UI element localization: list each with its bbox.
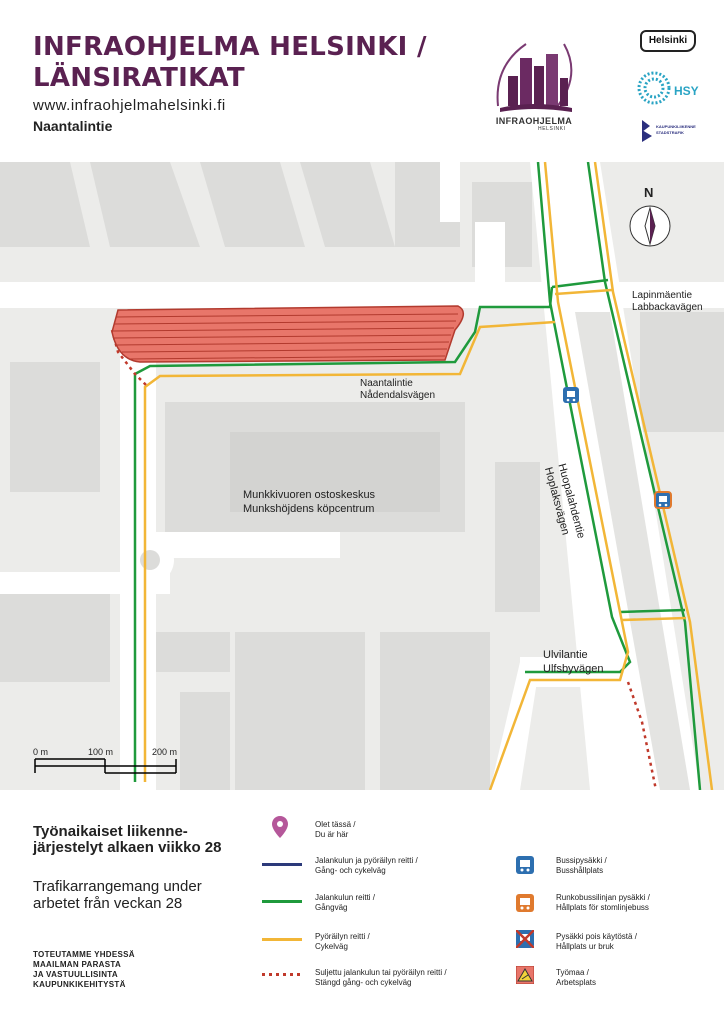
legend-worksite: Työmaa / Arbetsplats: [556, 968, 596, 988]
legend-stop-closed-fi: Pysäkki pois käytöstä /: [556, 932, 637, 941]
infraohjelma-logo: INFRAOHJELMA HELSINKI: [486, 36, 582, 132]
ulvilantie-sv: Ulfsbyvägen: [543, 663, 604, 675]
legend-walk-bike-sv: Gång- och cykelväg: [315, 866, 386, 875]
legend-walk-sv: Gångväg: [315, 903, 348, 912]
compass-icon: [629, 205, 671, 247]
page-title: INFRAOHJELMA HELSINKI / LÄNSIRATIKAT: [33, 32, 427, 94]
worksite-area: [111, 305, 464, 363]
stop-closed-legend-icon: [516, 930, 534, 948]
hsy-logo: HSY: [636, 70, 706, 110]
legend-walk-fi: Jalankulun reitti /: [315, 893, 376, 902]
title-line-1: INFRAOHJELMA HELSINKI /: [33, 32, 427, 62]
bike-routes: [143, 162, 714, 790]
map[interactable]: N Lapinmäentie Labbackavägen Naantalinti…: [0, 162, 724, 790]
kl-logo-line1: KAUPUNKILIIKENNE: [656, 124, 696, 129]
place-label-ostoskeskus: Munkkivuoren ostoskeskus Munkshöjdens kö…: [243, 488, 375, 516]
worksite-legend-icon: [516, 966, 534, 984]
legend-bus-stop: Bussipysäkki / Busshållplats: [556, 856, 607, 876]
header: INFRAOHJELMA HELSINKI / LÄNSIRATIKAT www…: [0, 0, 724, 162]
legend-bus-stop-sv: Busshållplats: [556, 866, 604, 875]
naantalintie-fi: Naantalintie: [360, 378, 413, 389]
legend: Työnaikaiset liikenne-järjestelyt alkaen…: [0, 790, 724, 1024]
closed-line-icon: [262, 973, 302, 976]
closed-routes: [110, 329, 658, 790]
legend-stop-closed: Pysäkki pois käytöstä / Hållplats ur bru…: [556, 932, 637, 952]
compass-north-label: N: [644, 185, 654, 200]
walk-line-icon: [262, 900, 302, 903]
walk-bike-line-icon: [262, 863, 302, 866]
legend-walk-bike: Jalankulun ja pyöräilyn reitti / Gång- o…: [315, 856, 418, 876]
footer-line-1: TOTEUTAMME YHDESSÄ: [33, 950, 135, 959]
legend-closed-fi: Suljettu jalankulun tai pyöräilyn reitti…: [315, 968, 447, 977]
legend-bike-fi: Pyöräilyn reitti /: [315, 932, 370, 941]
ostoskeskus-fi: Munkkivuoren ostoskeskus: [243, 489, 376, 501]
legend-trunk-stop-fi: Runkobussilinjan pysäkki /: [556, 893, 650, 902]
location-name: Naantalintie: [33, 118, 113, 134]
legend-bike: Pyöräilyn reitti / Cykelväg: [315, 932, 370, 952]
bus-stop-icon: [563, 387, 579, 403]
legend-bike-sv: Cykelväg: [315, 942, 348, 951]
title-line-2: LÄNSIRATIKAT: [33, 63, 245, 93]
legend-here: Olet tässä / Du är här: [315, 820, 355, 840]
legend-walk-bike-fi: Jalankulun ja pyöräilyn reitti /: [315, 856, 418, 865]
scale-label-200: 200 m: [152, 747, 178, 757]
naantalintie-sv: Nådendalsvägen: [360, 390, 436, 401]
website-link[interactable]: www.infraohjelmahelsinki.fi: [33, 97, 226, 114]
worksite-hatch: [112, 313, 459, 360]
bus-stop-legend-icon: [516, 856, 534, 874]
scale-bar: [34, 758, 177, 774]
logo-main-label: INFRAOHJELMA: [495, 116, 573, 126]
street-label-naantalintie: Naantalintie Nådendalsvägen: [360, 378, 435, 402]
kaupunkiliikenne-logo: KAUPUNKILIIKENNE STADSTRAFIK: [640, 120, 710, 142]
street-label-lapinmaentie: Lapinmäentie Labbackavägen: [632, 290, 703, 314]
lapinmaentie-sv: Labbackavägen: [632, 302, 703, 313]
street-label-ulvilantie: Ulvilantie Ulfsbyvägen: [543, 648, 604, 676]
ulvilantie-fi: Ulvilantie: [543, 649, 588, 661]
legend-worksite-fi: Työmaa /: [556, 968, 589, 977]
legend-subheading: Trafikarrangemang under arbetet från vec…: [33, 878, 202, 912]
legend-trunk-stop-sv: Hållplats för stomlinjebuss: [556, 903, 649, 912]
location-pin-icon: [272, 816, 288, 838]
footer-line-2: MAAILMAN PARASTA: [33, 960, 122, 969]
legend-trunk-stop: Runkobussilinjan pysäkki / Hållplats för…: [556, 893, 650, 913]
scale-label-100: 100 m: [88, 747, 114, 757]
legend-stop-closed-sv: Hållplats ur bruk: [556, 942, 614, 951]
scale-label-0: 0 m: [33, 747, 49, 757]
legend-worksite-sv: Arbetsplats: [556, 978, 597, 987]
bike-line-icon: [262, 938, 302, 941]
trunk-bus-stop-legend-icon: [516, 894, 534, 912]
legend-closed: Suljettu jalankulun tai pyöräilyn reitti…: [315, 968, 447, 988]
legend-here-sv: Du är här: [315, 830, 349, 839]
helsinki-logo: Helsinki: [640, 30, 696, 52]
lapinmaentie-fi: Lapinmäentie: [632, 290, 693, 301]
logo-main-sublabel: HELSINKI: [538, 126, 566, 132]
buildings: [0, 162, 724, 790]
legend-closed-sv: Stängd gång- och cykelväg: [315, 978, 412, 987]
trunk-bus-stop-icon: [654, 491, 672, 509]
footer-line-3: JA VASTUULLISINTA: [33, 970, 118, 979]
legend-here-fi: Olet tässä /: [315, 820, 356, 829]
legend-heading: Työnaikaiset liikenne-järjestelyt alkaen…: [33, 823, 222, 856]
hsy-logo-text: HSY: [674, 84, 699, 98]
legend-footer: TOTEUTAMME YHDESSÄ MAAILMAN PARASTA JA V…: [33, 950, 135, 990]
legend-walk: Jalankulun reitti / Gångväg: [315, 893, 375, 913]
legend-bus-stop-fi: Bussipysäkki /: [556, 856, 607, 865]
ostoskeskus-sv: Munkshöjdens köpcentrum: [243, 503, 375, 515]
walking-routes: [133, 162, 702, 790]
footer-line-4: KAUPUNKIKEHITYSTÄ: [33, 980, 126, 989]
kl-logo-line2: STADSTRAFIK: [656, 130, 684, 135]
map-canvas: [0, 162, 724, 790]
